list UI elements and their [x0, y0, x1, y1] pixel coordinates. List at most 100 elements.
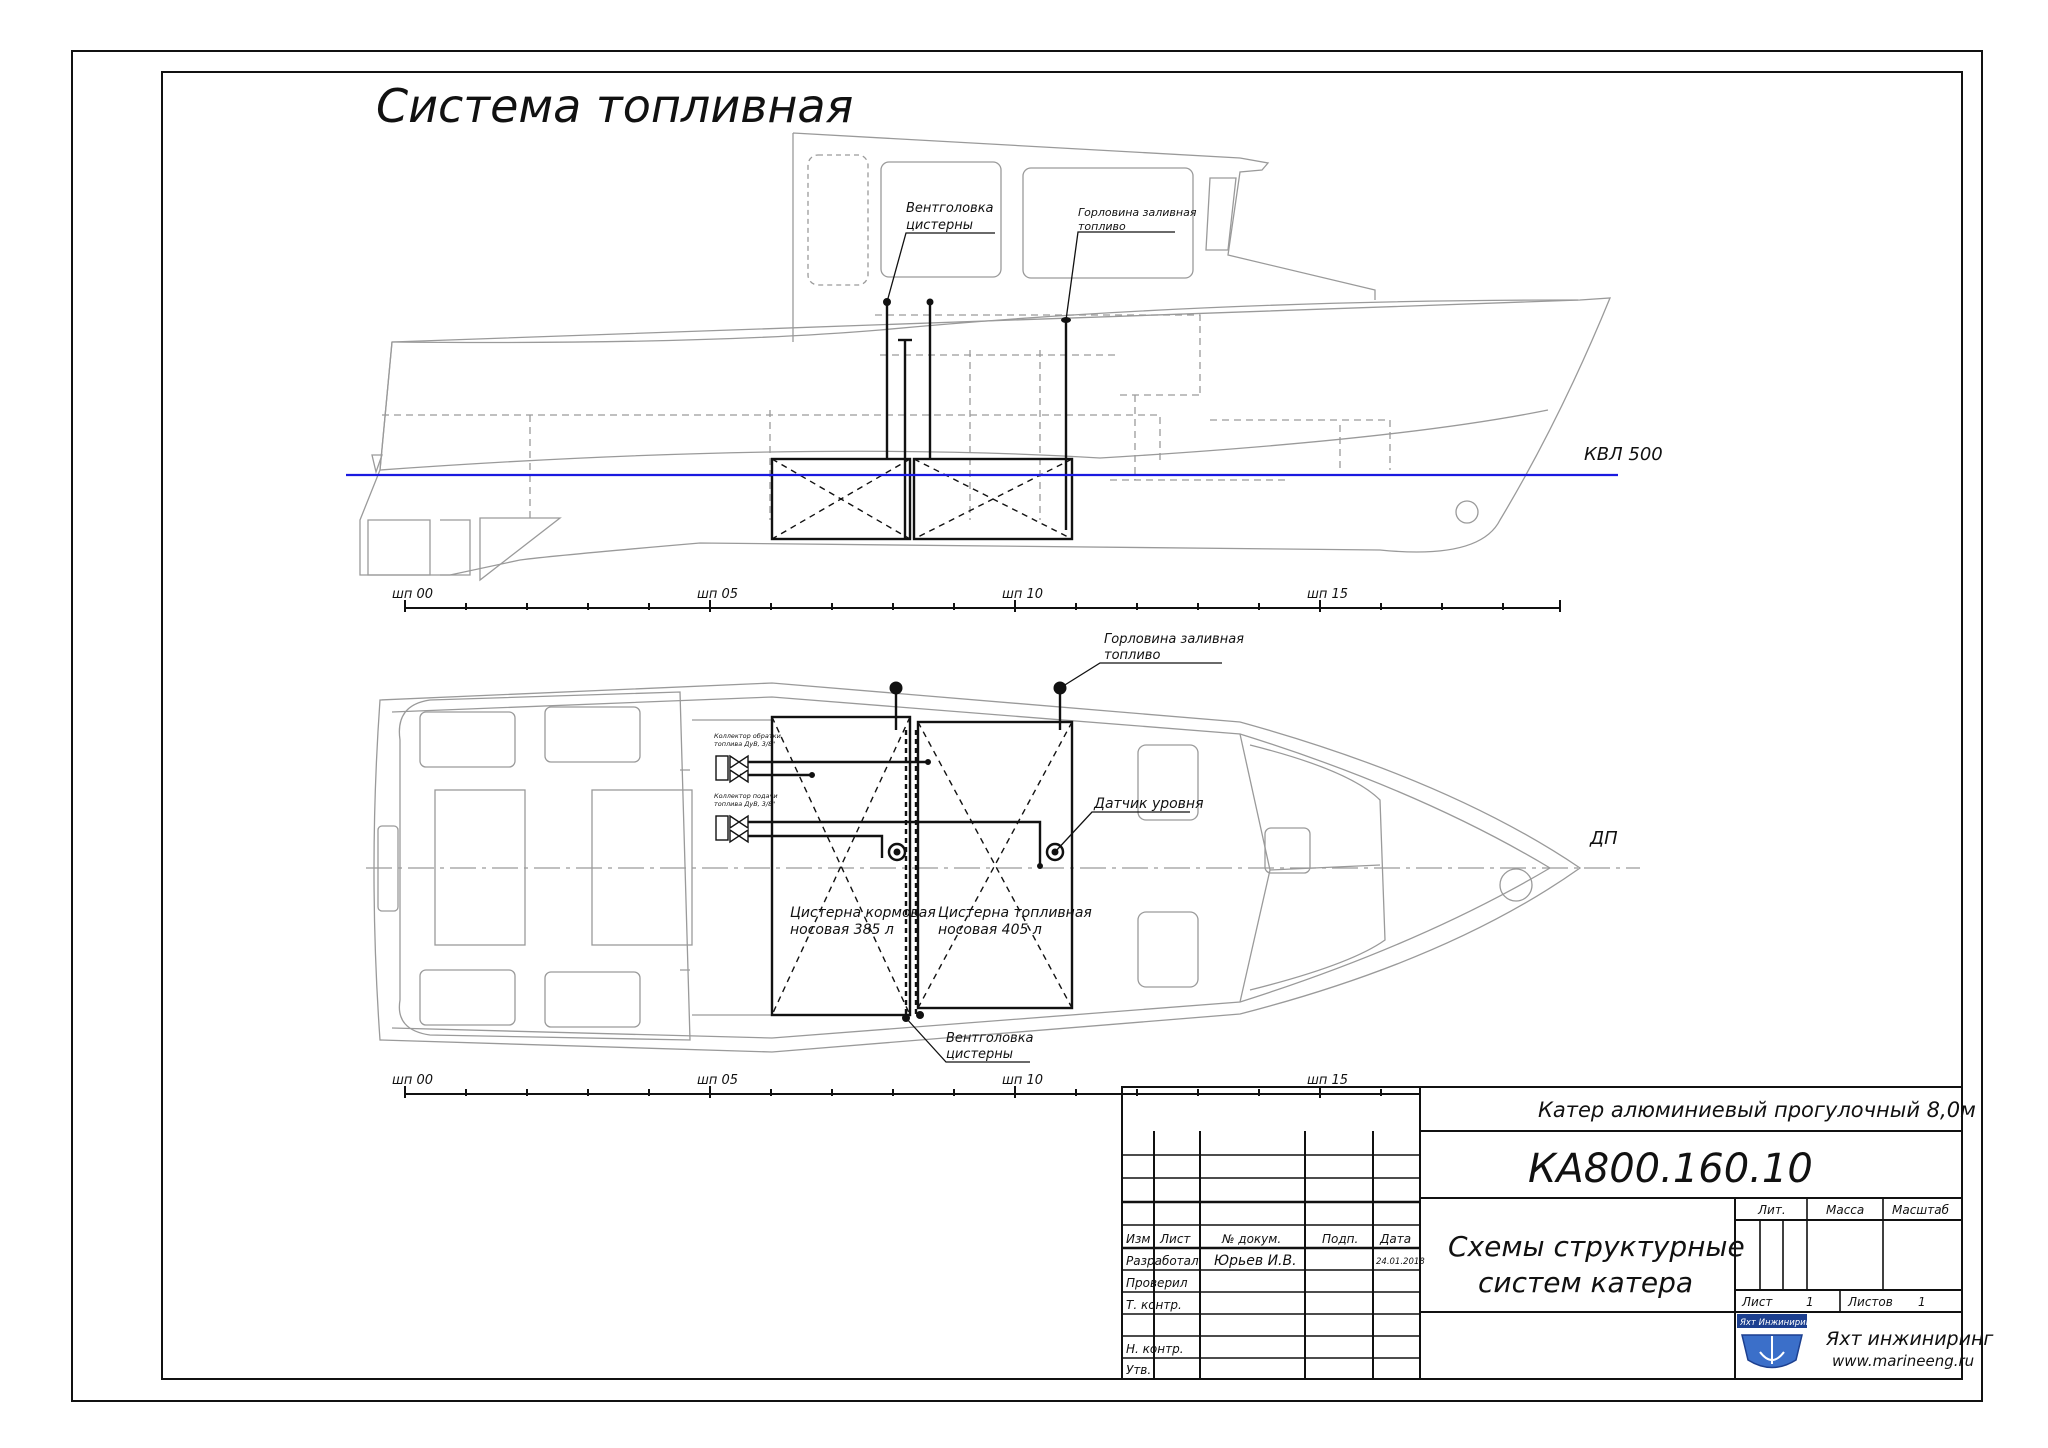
- waterline-label: КВЛ 500: [1584, 444, 1663, 465]
- valve-return-2: [729, 768, 749, 784]
- bow-thruster-mark: [1455, 500, 1479, 524]
- inner-frame: [161, 71, 1963, 1380]
- collector-supply-label-2: топлива ДуВ, 3/8": [714, 800, 775, 808]
- outboard-drive: [367, 517, 562, 582]
- plan-frame-label-10: шп 10: [1002, 1073, 1043, 1088]
- plan-line-end-1: [925, 759, 931, 765]
- bow-hatch-plan: [1499, 868, 1533, 902]
- plan-tank-fwd: [916, 720, 1074, 1010]
- col-header-izm: Изм: [1126, 1232, 1150, 1246]
- collector-supply-label-1: Коллектор подачи: [714, 792, 778, 800]
- collector-return-label-2: топлива ДуВ, 3/8": [714, 740, 775, 748]
- plan-vent-leader: [905, 1017, 1030, 1063]
- sheets-value: 1: [1918, 1295, 1926, 1309]
- plan-vent-label-2: цистерны: [946, 1047, 1013, 1062]
- title-block-lit-row: [1735, 1219, 1962, 1313]
- plan-level-sensor-fwd: [1045, 842, 1065, 862]
- cabin-window-3: [1022, 167, 1194, 279]
- plan-vent-label-1: Вентголовка: [946, 1031, 1034, 1046]
- tank-fwd-label-2: носовая 405 л: [938, 922, 1042, 938]
- side-tank-aft: [770, 457, 912, 541]
- row-label-checked: Проверил: [1126, 1276, 1188, 1290]
- doc-title-2: систем катера: [1478, 1266, 1693, 1299]
- logo-text: Яхт Инжиниринг: [1739, 1318, 1816, 1328]
- cabin-window-2: [880, 161, 1002, 278]
- row-label-developer: Разработал: [1126, 1254, 1199, 1268]
- side-tank-fwd-cross: [913, 458, 1073, 540]
- plan-frame-label-15: шп 15: [1307, 1073, 1348, 1088]
- collector-return-box: [715, 755, 729, 781]
- mass-label: Масса: [1826, 1203, 1864, 1217]
- stern-seat-4: [544, 971, 641, 1028]
- plan-frame-label-00: шп 00: [392, 1073, 433, 1088]
- tank-aft-label-1: Цистерна кормовая: [790, 905, 936, 921]
- plan-filler-cap-aft: [889, 681, 903, 695]
- hull-chine-line: [379, 409, 1549, 471]
- side-frame-label-15: шп 15: [1307, 587, 1348, 602]
- side-tank-aft-cross: [771, 458, 911, 540]
- collectors: [715, 754, 749, 844]
- side-frame-scale: [404, 600, 1561, 612]
- row-label-norm-control: Н. контр.: [1126, 1342, 1184, 1356]
- level-sensor-leader: [1054, 811, 1190, 853]
- outer-frame: [71, 50, 1983, 1402]
- side-vent-label-2: цистерны: [906, 218, 973, 233]
- side-filler-leader: [1065, 231, 1175, 321]
- centerline-label: ДП: [1589, 828, 1618, 849]
- developer-date: 24.01.2018: [1376, 1257, 1425, 1267]
- logo-badge: [1737, 1314, 1807, 1328]
- cabin-outline: [792, 132, 1376, 342]
- row-label-approved: Утв.: [1126, 1363, 1151, 1377]
- tank-aft-label-2: носовая 385 л: [790, 922, 894, 938]
- company-name: Яхт инжиниринг: [1825, 1328, 1994, 1350]
- plan-filler-label-2: топливо: [1104, 648, 1160, 663]
- plan-level-sensor-aft-dot: [893, 848, 901, 856]
- side-tanks: [770, 302, 1074, 541]
- company-logo: Яхт Инжиниринг: [1737, 1314, 1816, 1369]
- plan-frame-scale: [404, 1086, 1420, 1098]
- side-vent-head-dot-2: [926, 298, 934, 306]
- bow-hatch: [1249, 744, 1386, 991]
- console-hatch-2: [1137, 911, 1199, 988]
- col-header-list: Лист: [1159, 1232, 1191, 1246]
- collector-return-label-1: Коллектор обратки: [714, 732, 781, 740]
- lit-label: Лит.: [1757, 1203, 1786, 1217]
- supply-line-1: [740, 820, 1042, 866]
- helm-console: [1264, 827, 1311, 874]
- title-block: [1121, 1086, 1963, 1380]
- sheets-label: Листов: [1847, 1295, 1893, 1309]
- sheet-label: Лист: [1741, 1295, 1773, 1309]
- developer-name: Юрьев И.В.: [1214, 1253, 1297, 1269]
- plan-tanks: [740, 688, 1074, 1017]
- plan-frame-label-05: шп 05: [697, 1073, 738, 1088]
- plan-level-sensor-aft: [887, 842, 907, 862]
- side-frame-label-05: шп 05: [697, 587, 738, 602]
- plan-tank-aft: [770, 715, 912, 1017]
- supply-line-2: [740, 834, 884, 858]
- stern-seat-3: [419, 969, 516, 1026]
- drawing-title: Система топливная: [376, 79, 853, 133]
- collector-supply-box: [715, 815, 729, 841]
- row-label-tech-control: Т. контр.: [1126, 1298, 1182, 1312]
- valve-supply-2: [729, 828, 749, 844]
- side-frame-label-00: шп 00: [392, 587, 433, 602]
- plan-vent-head-dot-2: [916, 1011, 924, 1019]
- side-filler-label-2: топливо: [1078, 220, 1126, 233]
- designation: КА800.160.10: [1528, 1146, 1813, 1192]
- side-filler-label-1: Горловина заливная: [1078, 206, 1197, 219]
- title-block-lit-cols: [1759, 1198, 1884, 1290]
- plan-filler-label-1: Горловина заливная: [1104, 632, 1244, 647]
- product-name: Катер алюминиевый прогулочный 8,0м: [1538, 1098, 1976, 1122]
- scale-label: Масштаб: [1892, 1203, 1950, 1217]
- side-scale-ticks: [404, 600, 1561, 612]
- col-header-sign: Подп.: [1322, 1232, 1358, 1246]
- sheet-value: 1: [1806, 1295, 1814, 1309]
- stern-seat-1: [419, 711, 516, 768]
- cockpit-outline: [398, 691, 691, 1041]
- title-block-frame: [1121, 1086, 1963, 1380]
- level-sensor-label: Датчик уровня: [1093, 796, 1204, 812]
- plan-line-end-2: [809, 772, 815, 778]
- valve-supply-1: [729, 814, 749, 830]
- company-website: www.marineeng.ru: [1832, 1352, 1974, 1370]
